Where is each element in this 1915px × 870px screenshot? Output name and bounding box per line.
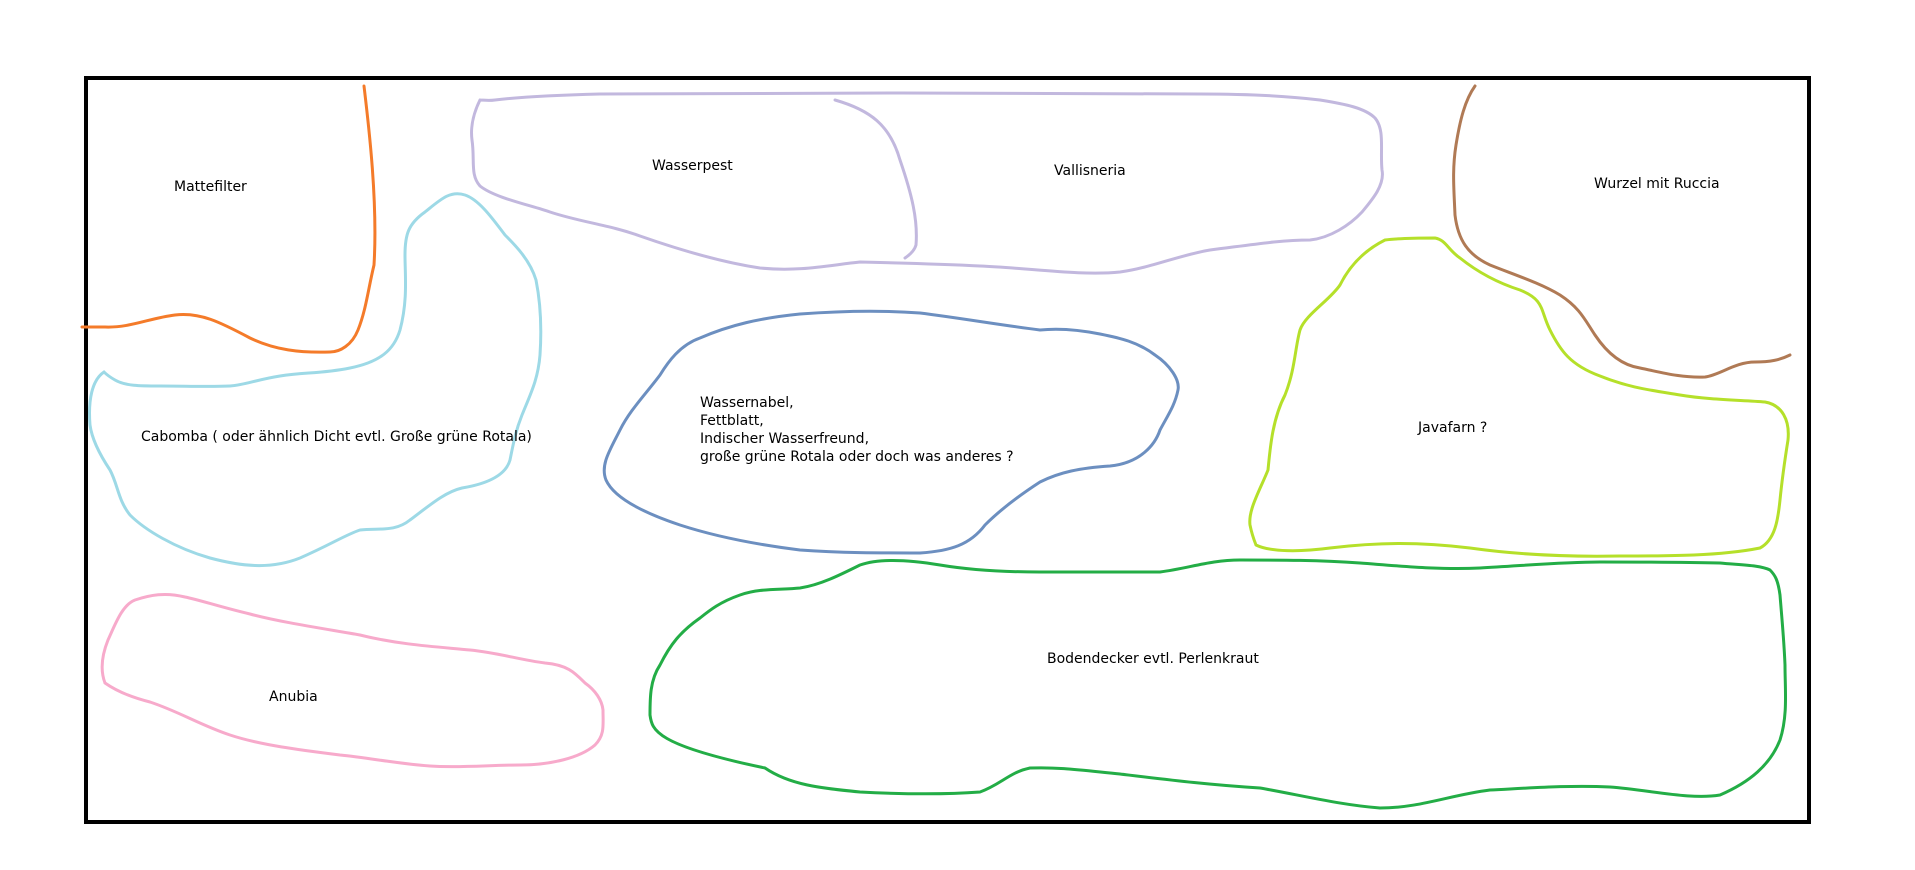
center-group-outline <box>602 309 1180 555</box>
label-wurzel: Wurzel mit Ruccia <box>1594 176 1720 192</box>
label-cabomba: Cabomba ( oder ähnlich Dicht evtl. Große… <box>141 429 532 445</box>
wasserpest-vallisneria-outline <box>470 91 1384 275</box>
label-javafarn: Javafarn ? <box>1417 420 1487 436</box>
label-center-group-line-1: Wassernabel, <box>700 395 794 411</box>
label-center-group-line-3: Indischer Wasserfreund, <box>700 431 869 447</box>
label-center-group-line-2: Fettblatt, <box>700 413 764 429</box>
label-anubia: Anubia <box>269 689 318 705</box>
label-center-group-line-4: große grüne Rotala oder doch was anderes… <box>700 449 1014 465</box>
mattefilter-outline <box>80 84 377 354</box>
label-mattefilter: Mattefilter <box>174 179 247 195</box>
javafarn-outline <box>1248 236 1790 558</box>
wurzel-outline <box>1452 84 1792 379</box>
label-wasserpest: Wasserpest <box>652 158 733 174</box>
tank-frame <box>84 76 1811 824</box>
cabomba-outline <box>88 192 543 567</box>
label-bodendecker: Bodendecker evtl. Perlenkraut <box>1047 651 1259 667</box>
wasserpest-vallisneria-divider <box>833 98 918 260</box>
anubia-outline <box>100 592 605 769</box>
label-vallisneria: Vallisneria <box>1054 163 1126 179</box>
bodendecker-outline <box>648 558 1788 810</box>
